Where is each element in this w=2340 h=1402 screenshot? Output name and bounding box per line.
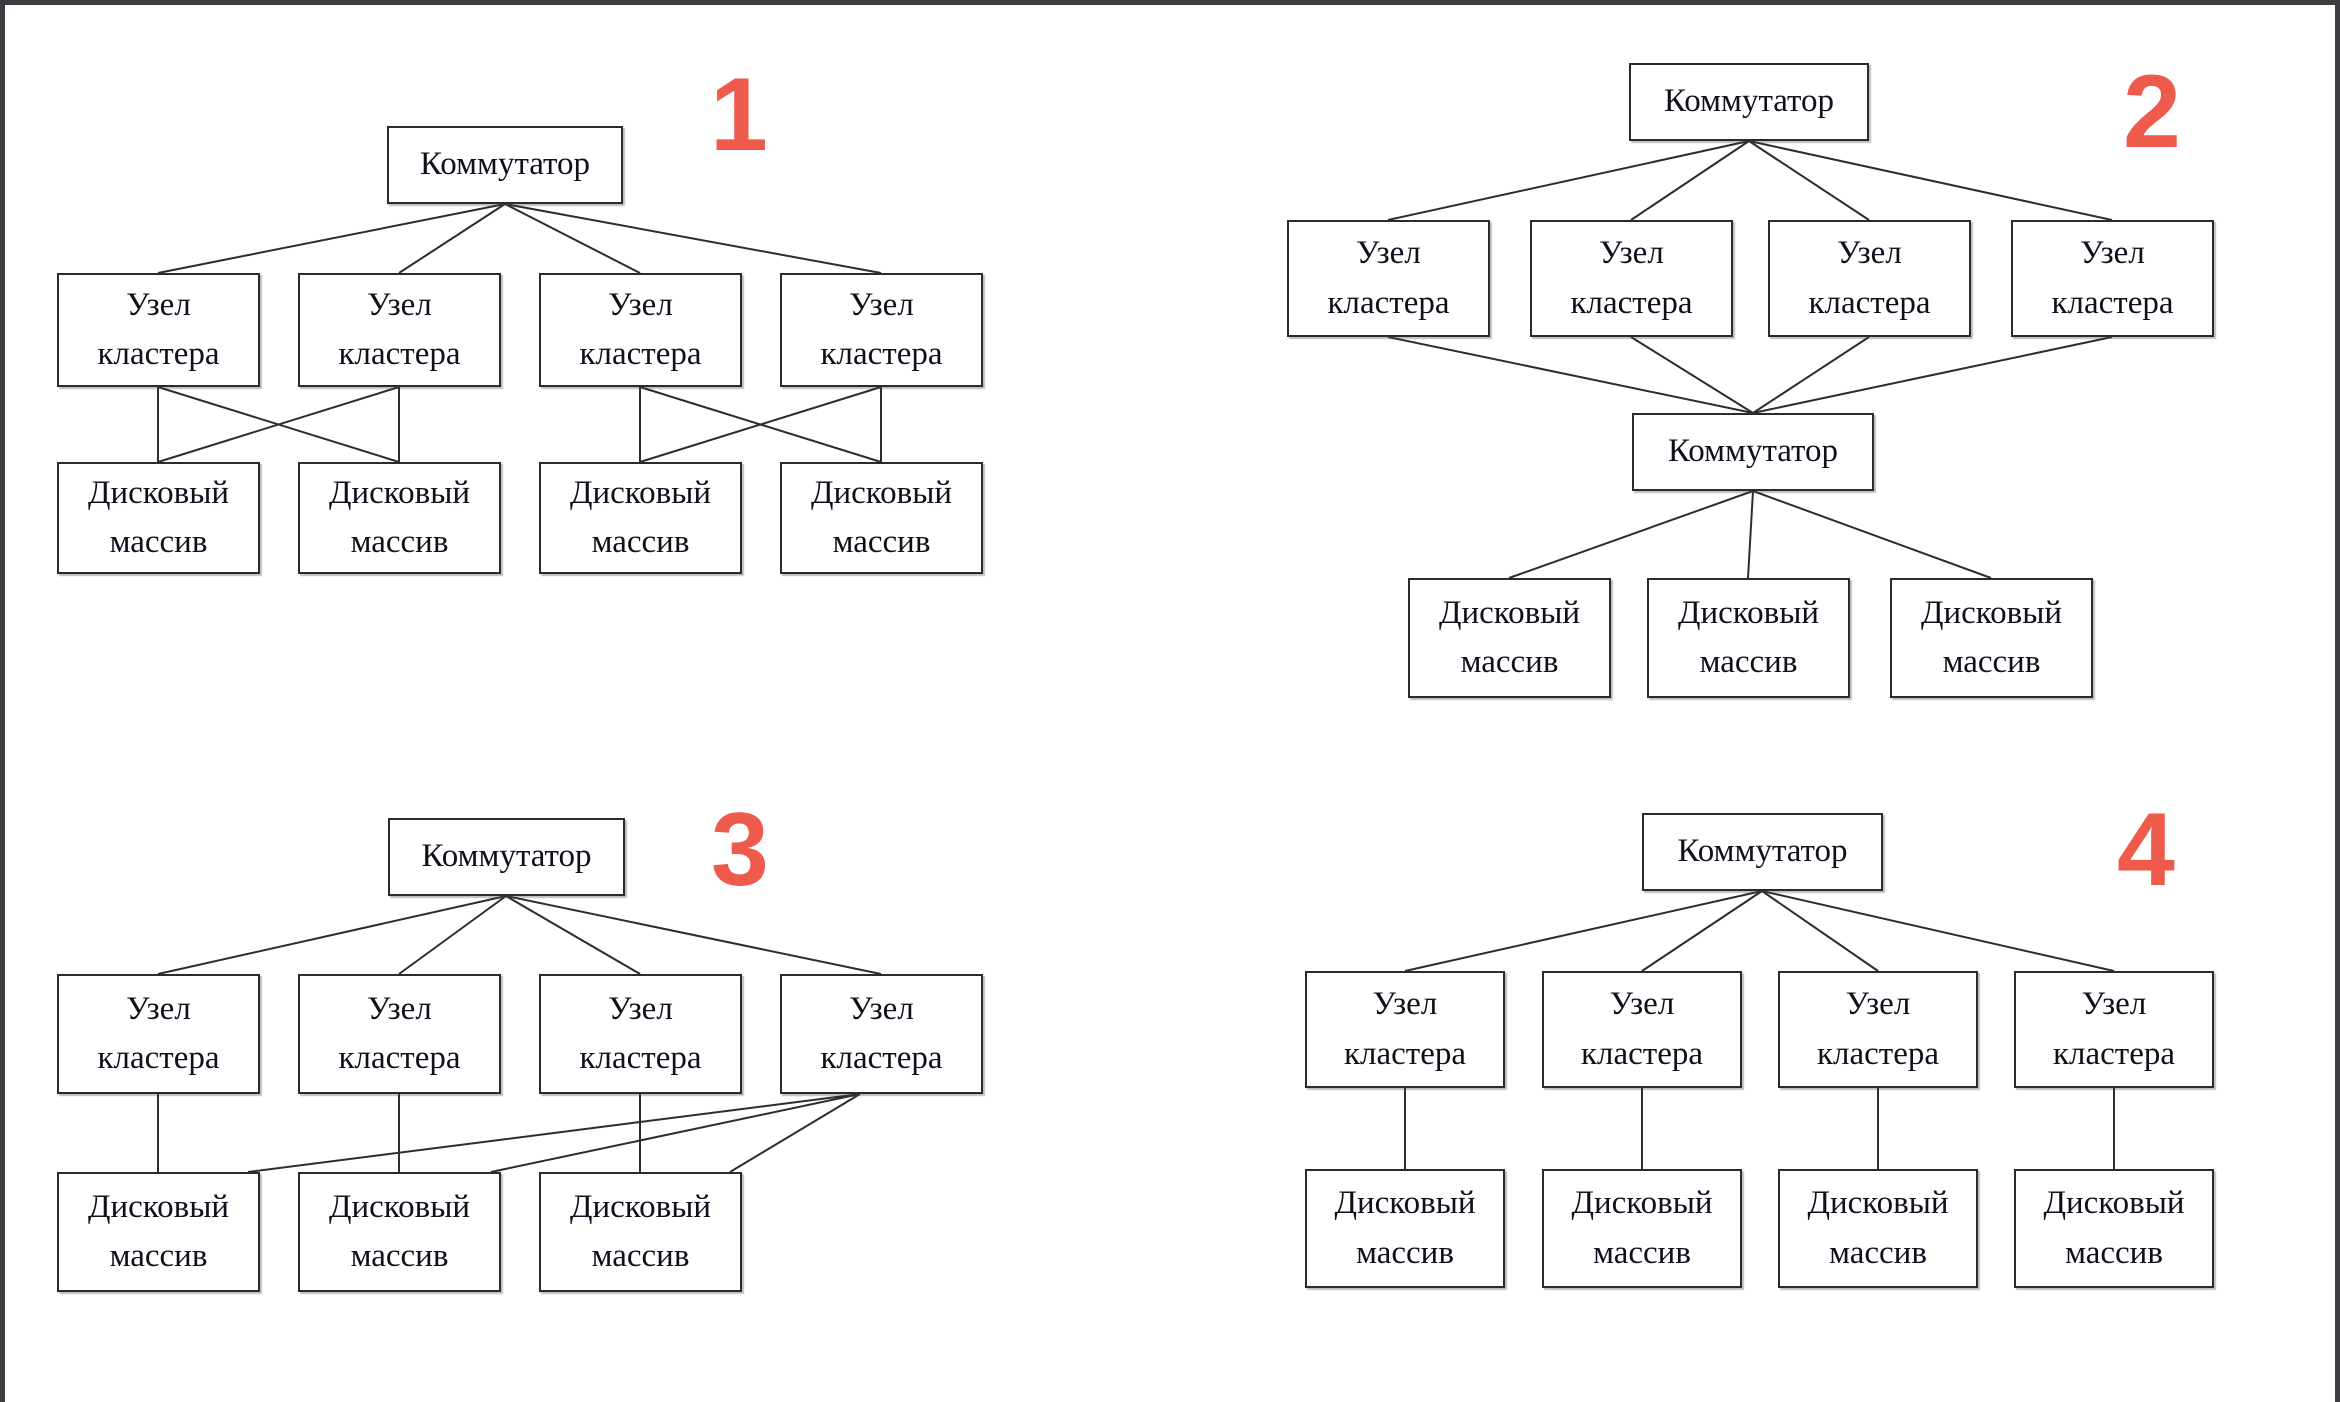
cluster-node-box: Узел кластера — [57, 273, 260, 387]
disk-array-box: Дисковый массив — [57, 462, 260, 574]
cluster-node-box: Узел кластера — [298, 974, 501, 1094]
cluster-node-box: Узел кластера — [1530, 220, 1733, 337]
cluster-node-box: Узел кластера — [1768, 220, 1971, 337]
disk-array-box: Дисковый массив — [1778, 1169, 1978, 1288]
cluster-node-box: Узел кластера — [780, 974, 983, 1094]
edge-d4-switch-node3 — [1761, 890, 1879, 972]
diagram-3-edges — [157, 895, 882, 1173]
edge-d2-node2-switch2 — [1630, 336, 1754, 414]
diagram-2-edges — [1387, 140, 2113, 579]
edge-d1-switch-node1 — [157, 203, 506, 274]
diagram-1-number: 1 — [710, 57, 768, 173]
disk-array-box: Дисковый массив — [2014, 1169, 2214, 1288]
diagram-3-number: 3 — [711, 792, 769, 908]
edge-d2-switch2-array2 — [1747, 490, 1754, 579]
disk-array-box: Дисковый массив — [1647, 578, 1850, 698]
cluster-node-box: Узел кластера — [2011, 220, 2214, 337]
edge-d2-node4-switch2 — [1752, 336, 2113, 414]
cluster-node-box: Узел кластера — [57, 974, 260, 1094]
disk-array-box: Дисковый массив — [539, 462, 742, 574]
edge-d3-node4-array1 — [247, 1093, 861, 1173]
edge-d3-node4-array2 — [490, 1093, 861, 1173]
disk-array-box: Дисковый массив — [539, 1172, 742, 1292]
diagram-4-edges — [1404, 890, 2115, 1169]
disk-array-box: Дисковый массив — [1305, 1169, 1505, 1288]
edge-d3-switch-node3 — [505, 895, 641, 975]
switch-box: Коммутатор — [1629, 63, 1869, 141]
disk-array-box: Дисковый массив — [298, 1172, 501, 1292]
edge-d4-switch-node1 — [1404, 890, 1763, 972]
cluster-node-box: Узел кластера — [780, 273, 983, 387]
edge-d2-switch1-node1 — [1387, 140, 1750, 221]
disk-array-box: Дисковый массив — [780, 462, 983, 574]
cluster-node-box: Узел кластера — [539, 974, 742, 1094]
edge-d2-node3-switch2 — [1752, 336, 1870, 414]
disk-array-box: Дисковый массив — [1890, 578, 2093, 698]
cluster-node-box: Узел кластера — [298, 273, 501, 387]
switch-box: Коммутатор — [387, 126, 623, 204]
edge-d1-switch-node3 — [504, 203, 641, 274]
switch-box: Коммутатор — [388, 818, 625, 896]
edge-d2-switch1-node4 — [1748, 140, 2113, 221]
disk-array-box: Дисковый массив — [57, 1172, 260, 1292]
cluster-node-box: Узел кластера — [1542, 971, 1742, 1088]
cluster-node-box: Узел кластера — [1287, 220, 1490, 337]
edge-d2-node1-switch2 — [1387, 336, 1754, 414]
edge-d3-node4-array3 — [729, 1093, 861, 1173]
diagram-4-number: 4 — [2117, 792, 2175, 908]
edge-d3-switch-node4 — [505, 895, 882, 975]
disk-array-box: Дисковый массив — [298, 462, 501, 574]
edge-d3-switch-node2 — [398, 895, 507, 975]
switch-box: Коммутатор — [1642, 813, 1883, 891]
disk-array-box: Дисковый массив — [1542, 1169, 1742, 1288]
edge-d2-switch1-node2 — [1630, 140, 1750, 221]
cluster-node-box: Узел кластера — [2014, 971, 2214, 1088]
edge-d2-switch2-array1 — [1508, 490, 1754, 579]
cluster-node-box: Узел кластера — [1778, 971, 1978, 1088]
diagram-1-edges — [157, 203, 882, 463]
edge-d4-switch-node2 — [1641, 890, 1763, 972]
connection-lines-layer — [157, 140, 2115, 1173]
edge-d1-node2-array1 — [157, 386, 400, 463]
edge-d2-switch2-array3 — [1752, 490, 1992, 579]
diagram-2-number: 2 — [2123, 54, 2181, 170]
edge-d1-switch-node2 — [398, 203, 506, 274]
disk-array-box: Дисковый массив — [1408, 578, 1611, 698]
edge-d4-switch-node4 — [1761, 890, 2115, 972]
cluster-node-box: Узел кластера — [539, 273, 742, 387]
cluster-node-box: Узел кластера — [1305, 971, 1505, 1088]
edge-d1-switch-node4 — [504, 203, 882, 274]
edge-d1-node4-array3 — [639, 386, 882, 463]
switch-box: Коммутатор — [1632, 413, 1874, 491]
edge-d3-switch-node1 — [157, 895, 507, 975]
edge-d2-switch1-node3 — [1748, 140, 1870, 221]
